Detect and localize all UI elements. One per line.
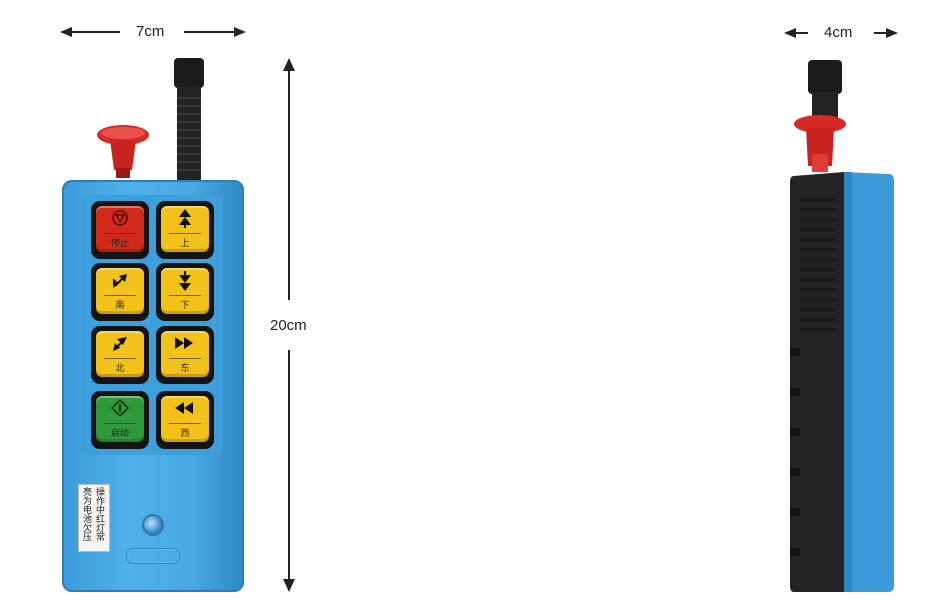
depth-arrow-right: [874, 32, 890, 34]
diagonal-arrow-icon: [113, 274, 127, 288]
sticker-text-col2: 亮为电池欠压: [82, 487, 92, 541]
north-button-label: 北: [115, 363, 125, 373]
west-button-label: 西: [180, 428, 190, 438]
down-triangle-circle-icon: [112, 210, 128, 226]
emergency-stop-knob[interactable]: [94, 124, 152, 182]
south-button-label: 南: [115, 300, 125, 310]
east-button-label: 东: [180, 363, 190, 373]
side-antenna-cap: [808, 60, 842, 94]
arrowhead-down-icon: [283, 579, 295, 592]
depth-arrow-left: [792, 32, 808, 34]
arrowhead-left-icon: [784, 28, 796, 38]
down-button-label: 下: [180, 300, 190, 310]
arrowhead-right-icon: [886, 28, 898, 38]
double-right-arrow-icon: [175, 337, 193, 349]
width-arrow-right: [184, 31, 238, 33]
arrowhead-up-icon: [283, 58, 295, 71]
up-button[interactable]: 上: [156, 201, 214, 259]
brand-logo-emboss: [126, 548, 180, 564]
height-arrow-top: [288, 70, 290, 300]
up-button-label: 上: [180, 238, 190, 248]
start-button-label: 启动: [110, 428, 129, 438]
side-estop-collar: [812, 154, 828, 172]
width-label: 7cm: [136, 23, 165, 40]
double-down-arrow-icon: [179, 271, 191, 291]
stop-button-label: 停止: [110, 238, 129, 248]
north-button[interactable]: 北: [91, 326, 149, 384]
height-label: 20cm: [270, 317, 307, 334]
antenna: [174, 58, 204, 182]
stop-button[interactable]: 停止: [91, 201, 149, 259]
side-grip-ribs: [800, 198, 836, 331]
side-notches: [790, 348, 800, 556]
arrowhead-left-icon: [60, 27, 72, 37]
height-arrow-bottom: [288, 350, 290, 582]
east-button[interactable]: 东: [156, 326, 214, 384]
double-up-arrow-icon: [179, 209, 191, 228]
status-led: [142, 514, 164, 536]
side-blue-edge: [844, 172, 894, 592]
double-left-arrow-icon: [175, 402, 193, 414]
west-button[interactable]: 西: [156, 391, 214, 449]
start-diamond-icon: [111, 399, 129, 417]
start-button[interactable]: 启动: [91, 391, 149, 449]
side-blue-shadow: [844, 172, 852, 592]
down-button[interactable]: 下: [156, 263, 214, 321]
sticker-text-col1: 操作中红灯常: [95, 487, 105, 541]
arrowhead-right-icon: [234, 27, 246, 37]
side-view-drawing: [790, 60, 894, 592]
diagonal-arrow-icon: [113, 337, 127, 351]
south-button[interactable]: 南: [91, 263, 149, 321]
depth-label: 4cm: [824, 24, 853, 41]
side-black-housing: [790, 172, 844, 592]
width-arrow-left: [66, 31, 120, 33]
battery-warning-sticker: 操作中红灯常 亮为电池欠压: [78, 484, 110, 552]
